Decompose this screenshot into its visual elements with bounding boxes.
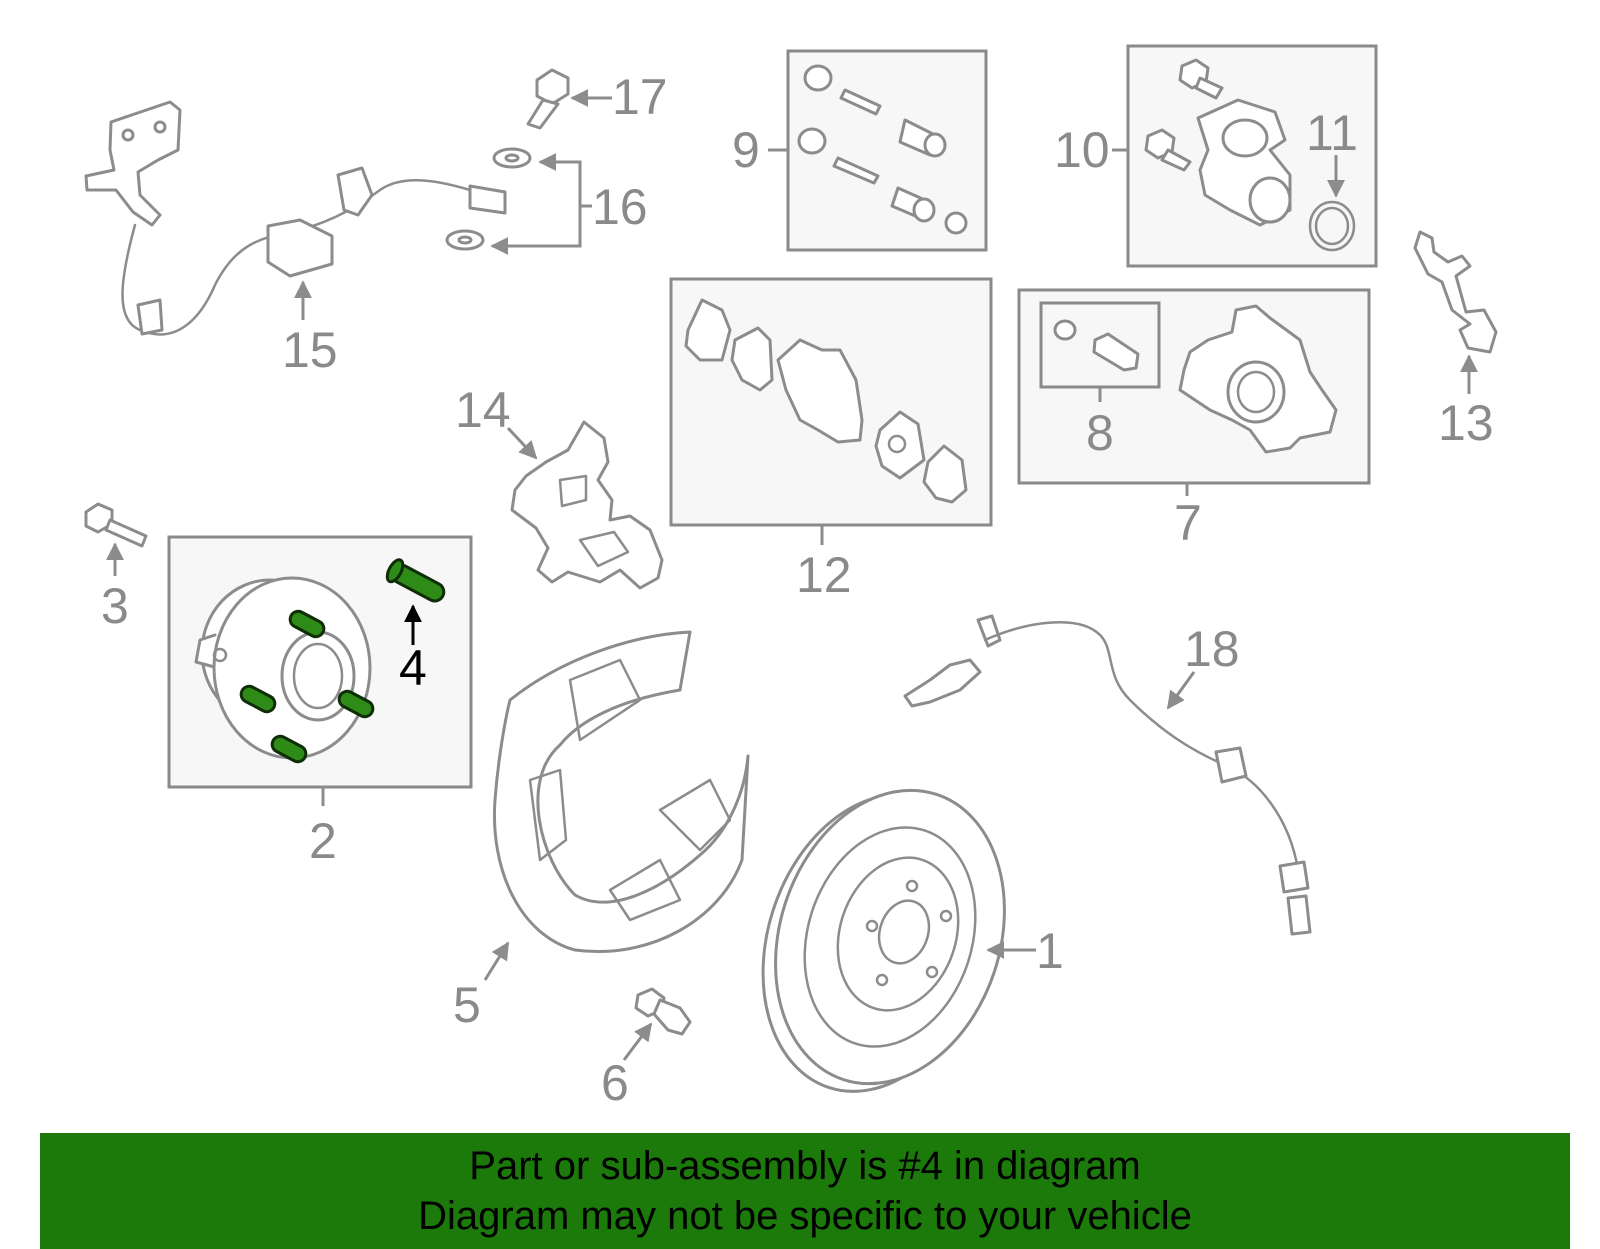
bolt-3 [84, 502, 148, 548]
caliper-bracket-14 [510, 420, 664, 590]
label-10: 10 [1054, 122, 1110, 178]
leader-14 [506, 426, 538, 460]
caliper-7 [1178, 304, 1338, 454]
label-4: 4 [399, 640, 427, 696]
label-7: 7 [1174, 495, 1202, 551]
abs-sensor-right [903, 614, 1312, 936]
washers-16 [445, 147, 532, 251]
caliper-motor-10 [1144, 58, 1292, 227]
label-14: 14 [455, 382, 511, 438]
label-11: 11 [1306, 105, 1358, 161]
label-17: 17 [612, 69, 668, 125]
label-12: 12 [796, 547, 852, 603]
label-9: 9 [732, 122, 760, 178]
leader-18 [1166, 671, 1196, 710]
brake-rotor-1 [761, 788, 1006, 1093]
abs-sensor-left [84, 100, 507, 336]
parts-diagram: 15 17 16 9 10 [84, 44, 1498, 1111]
leader-16-bottom [490, 206, 582, 255]
wheel-hub-2 [194, 576, 372, 760]
label-16: 16 [592, 179, 648, 235]
guide-pin-kit-9 [797, 64, 968, 235]
info-banner: Part or sub-assembly is #4 in diagram Di… [40, 1133, 1570, 1249]
leader-5 [483, 941, 510, 981]
label-6: 6 [601, 1055, 629, 1111]
o-ring-11 [1308, 200, 1356, 252]
leader-16-top [538, 153, 582, 206]
dust-shield-5 [492, 630, 750, 953]
leader-6 [622, 1022, 653, 1061]
banner-line-1: Part or sub-assembly is #4 in diagram [469, 1144, 1141, 1188]
label-3: 3 [101, 578, 129, 634]
bolt-6 [634, 987, 692, 1036]
bleeder-kit-8 [1053, 319, 1140, 372]
brake-pad-kit-12 [684, 298, 968, 504]
label-18: 18 [1184, 621, 1240, 677]
clip-13 [1413, 230, 1498, 354]
label-8: 8 [1086, 405, 1114, 461]
wheel-stud-highlighted [239, 558, 446, 764]
label-1: 1 [1036, 923, 1064, 979]
banner-line-2: Diagram may not be specific to your vehi… [418, 1194, 1192, 1238]
label-2: 2 [309, 813, 337, 869]
label-13: 13 [1438, 395, 1494, 451]
label-5: 5 [453, 977, 481, 1033]
label-15: 15 [282, 322, 338, 378]
bolt-17 [526, 68, 570, 130]
